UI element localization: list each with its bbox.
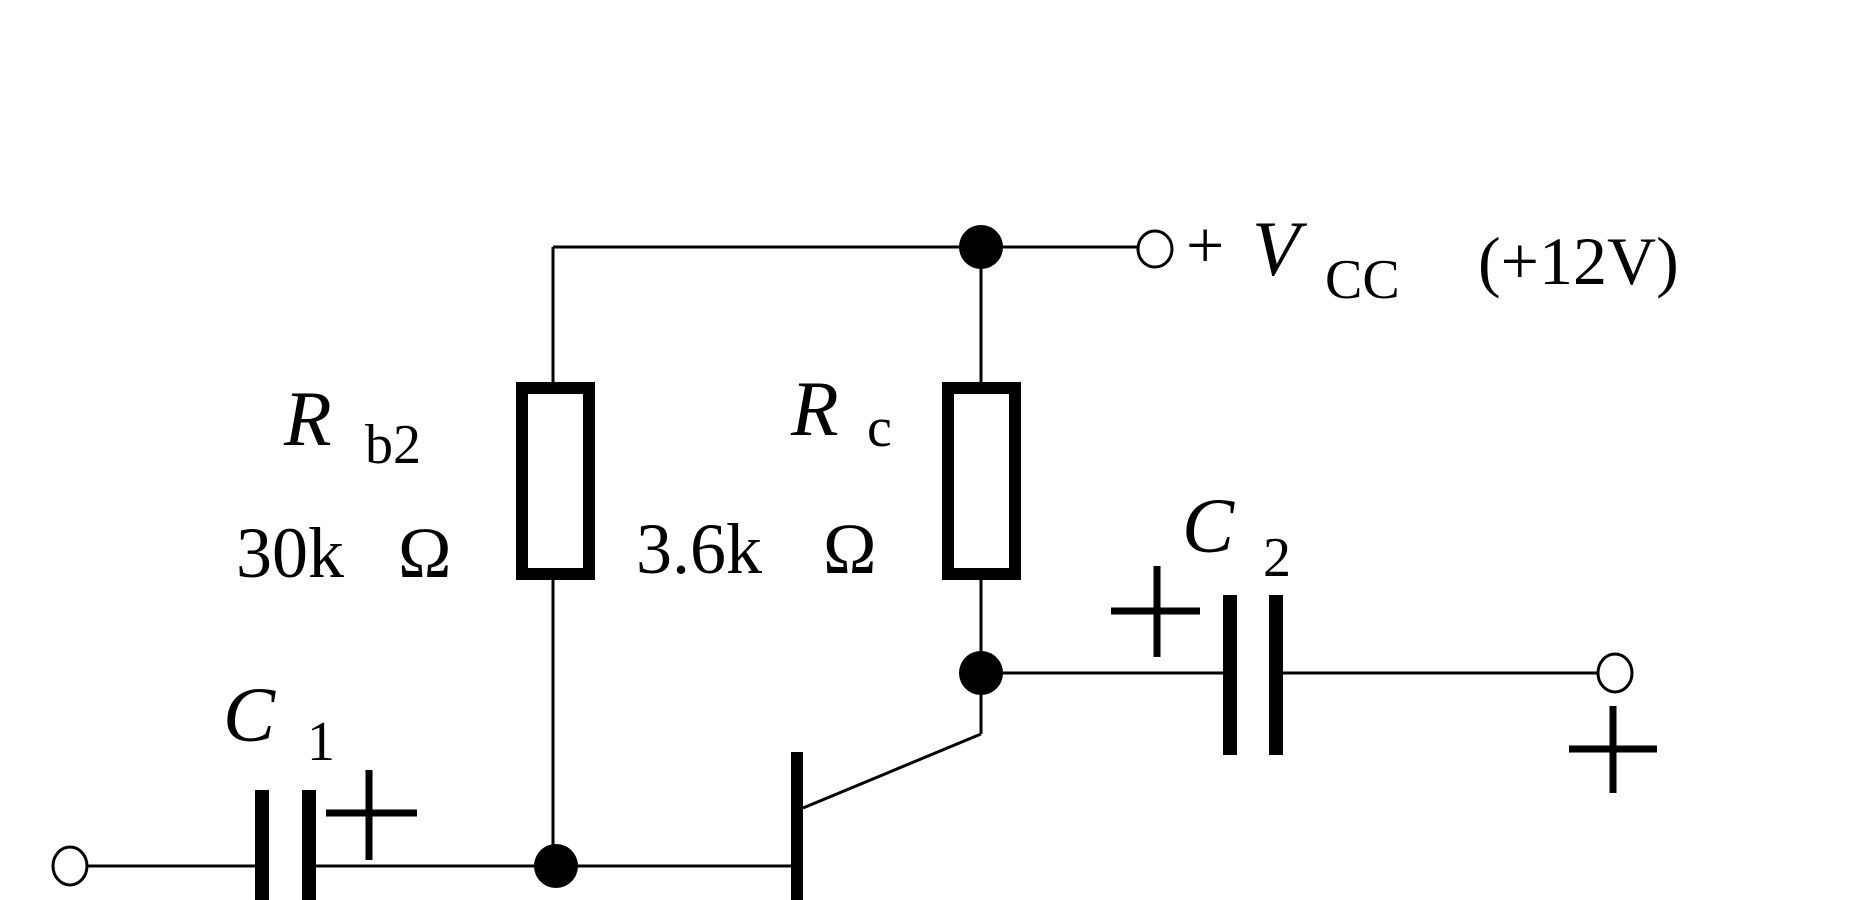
output-terminal[interactable] (1596, 652, 1634, 694)
rb2-unit-label: Ω (398, 513, 452, 593)
c2-symbol-label: C (1182, 482, 1235, 569)
rc-value-label: 3.6k (636, 509, 762, 589)
rb2-symbol-label: R (283, 375, 332, 462)
rc-subscript-label: c (867, 397, 892, 459)
rc-unit-label: Ω (823, 509, 877, 589)
output-plus-icon (1569, 706, 1657, 793)
c2-plus-icon (1111, 566, 1200, 657)
c1-subscript-label: 1 (307, 711, 335, 773)
rb2-resistor (516, 382, 595, 580)
rb2-value-label: 30k (236, 513, 344, 593)
rb2-subscript-label: b2 (365, 414, 421, 476)
rc-resistor (942, 382, 1021, 580)
rc-symbol-label: R (790, 365, 839, 452)
base-junction (534, 844, 578, 888)
vcc-sign-label: + (1186, 207, 1224, 283)
vcc-terminal[interactable] (1136, 229, 1174, 269)
vcc-subscript-label: CC (1325, 249, 1400, 311)
c1-symbol-label: C (223, 671, 276, 758)
vcc-symbol-label: V (1252, 205, 1308, 292)
c2-subscript-label: 2 (1263, 527, 1291, 589)
c1-plus-icon (326, 770, 417, 860)
vcc-voltage-label: (+12V) (1478, 223, 1679, 299)
supply-junction (959, 225, 1003, 269)
transistor-collector-lead (802, 732, 982, 810)
input-terminal[interactable] (51, 845, 89, 887)
